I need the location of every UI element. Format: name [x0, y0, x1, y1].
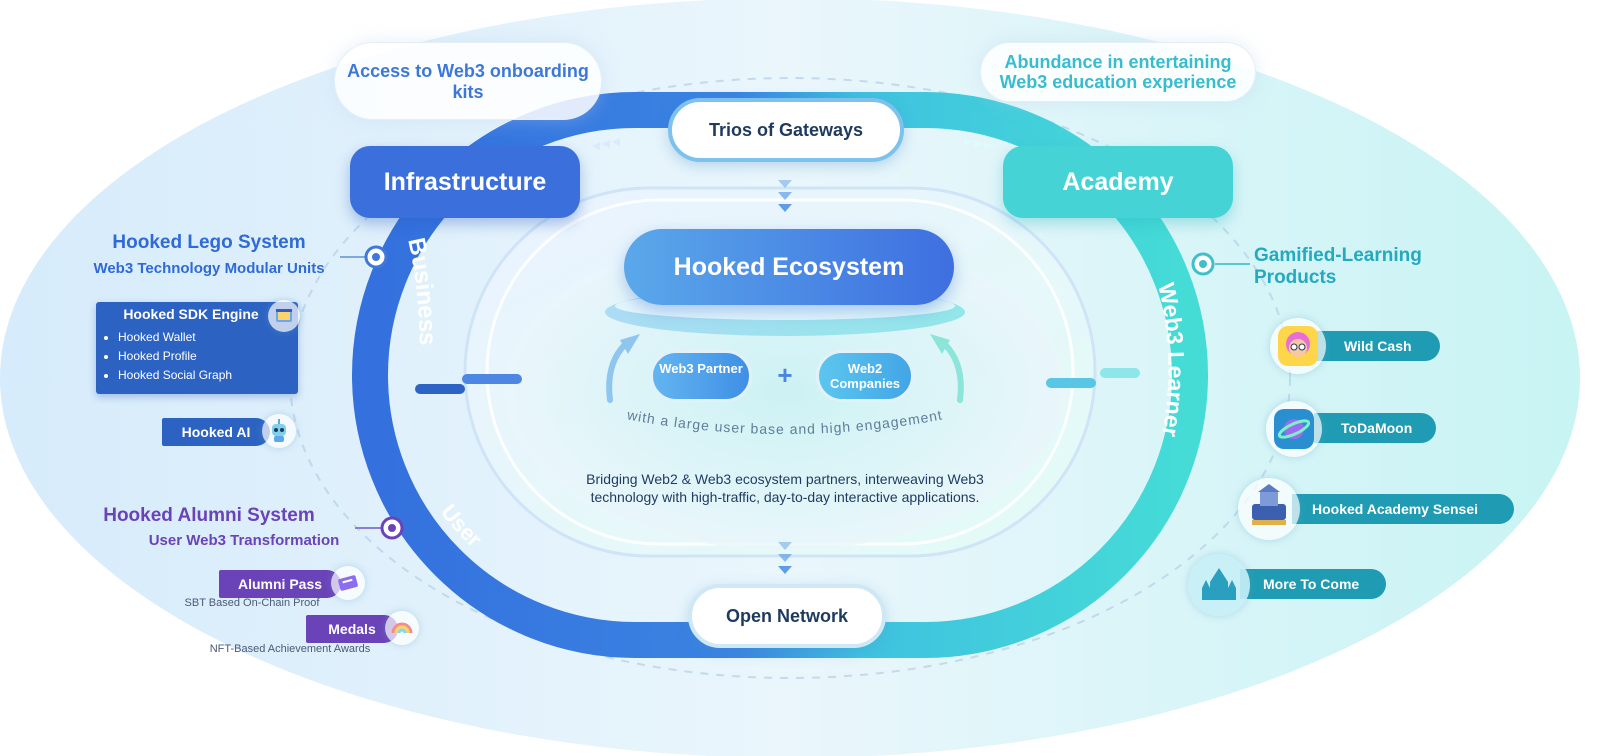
- callout-education-experience-text: Abundance in entertaining Web3 education…: [999, 52, 1237, 92]
- alumni-pass-caption: SBT Based On-Chain Proof: [184, 597, 320, 609]
- hooked-ecosystem-title-text: Hooked Ecosystem: [673, 253, 905, 281]
- hooked-ai-tag[interactable]: Hooked AI: [162, 418, 270, 446]
- sdk-engine-title: Hooked SDK Engine: [123, 306, 259, 322]
- alumni-pass-label: Alumni Pass: [237, 576, 323, 592]
- alumni-pass-tag[interactable]: Alumni Pass: [219, 570, 341, 598]
- partner-web3-label: Web3 Partner: [659, 361, 743, 376]
- plus-sign: +: [777, 360, 793, 390]
- castle-icon: [1188, 554, 1250, 616]
- avatar-icon: [1270, 318, 1326, 374]
- callout-onboarding-kits: Access to Web3 onboarding kits: [334, 42, 602, 120]
- product-wild-cash[interactable]: Wild Cash: [1314, 331, 1440, 361]
- sdk-gear-icon: [268, 300, 300, 332]
- product-wild-cash-label: Wild Cash: [1344, 338, 1412, 354]
- chevrons-top-left: [592, 138, 620, 150]
- product-academy-sensei-label: Hooked Academy Sensei: [1312, 501, 1478, 517]
- academy-logo-icon: [1238, 478, 1300, 540]
- medals-caption: NFT-Based Achievement Awards: [209, 643, 371, 655]
- partner-web3: Web3 Partner: [650, 350, 752, 402]
- gateway-academy[interactable]: Academy: [1003, 146, 1233, 218]
- gamified-title: Gamified-Learning Products: [1254, 245, 1422, 288]
- gateway-open-network-label: Open Network: [725, 606, 849, 626]
- product-academy-sensei[interactable]: Hooked Academy Sensei: [1292, 494, 1514, 524]
- right-connector: [1046, 378, 1096, 388]
- arrow-down-top: [778, 180, 792, 212]
- callout-onboarding-kits-text: Access to Web3 onboarding kits: [347, 61, 589, 102]
- hooked-ai-label: Hooked AI: [181, 424, 251, 440]
- gateway-academy-label: Academy: [1062, 168, 1174, 196]
- lego-subtitle: Web3 Technology Modular Units: [93, 260, 325, 277]
- alumni-title: Hooked Alumni System: [103, 505, 315, 526]
- product-todamoon-label: ToDaMoon: [1341, 420, 1413, 436]
- gateway-trios[interactable]: Trios of Gateways: [668, 98, 904, 162]
- rainbow-icon: [385, 611, 419, 645]
- sdk-feature-list: Hooked Wallet Hooked Profile Hooked Soci…: [104, 328, 232, 385]
- gateway-infrastructure[interactable]: Infrastructure: [350, 146, 580, 218]
- product-todamoon[interactable]: ToDaMoon: [1314, 413, 1436, 443]
- outer-orbit: [289, 77, 1291, 679]
- chevrons-top-right: [964, 138, 992, 150]
- ticket-icon: [331, 566, 365, 600]
- gateway-infrastructure-label: Infrastructure: [383, 168, 547, 196]
- arrow-down-bottom: [778, 542, 792, 574]
- sdk-feature-item: Hooked Social Graph: [118, 366, 232, 385]
- gateway-trios-label: Trios of Gateways: [708, 120, 864, 140]
- planet-icon: [1266, 401, 1322, 457]
- hooked-ecosystem-title: Hooked Ecosystem: [624, 229, 954, 305]
- left-connector: [415, 384, 465, 394]
- product-more-to-come[interactable]: More To Come: [1240, 569, 1386, 599]
- alumni-subtitle: User Web3 Transformation: [148, 532, 340, 549]
- sdk-feature-item: Hooked Profile: [118, 347, 232, 366]
- medals-label: Medals: [328, 621, 376, 637]
- medals-tag[interactable]: Medals: [306, 615, 398, 643]
- lego-title: Hooked Lego System: [112, 232, 306, 253]
- product-more-to-come-label: More To Come: [1263, 576, 1360, 592]
- gateway-open-network[interactable]: Open Network: [688, 584, 886, 648]
- partner-web2: Web2 Companies: [816, 350, 914, 402]
- center-description: Bridging Web2 & Web3 ecosystem partners,…: [586, 471, 984, 505]
- callout-education-experience: Abundance in entertaining Web3 education…: [980, 42, 1256, 102]
- robot-icon: [262, 414, 296, 448]
- sdk-feature-item: Hooked Wallet: [118, 328, 232, 347]
- partner-web2-label: Web2 Companies: [829, 361, 901, 391]
- sdk-engine-card: Hooked SDK Engine Hooked Wallet Hooked P…: [96, 302, 298, 394]
